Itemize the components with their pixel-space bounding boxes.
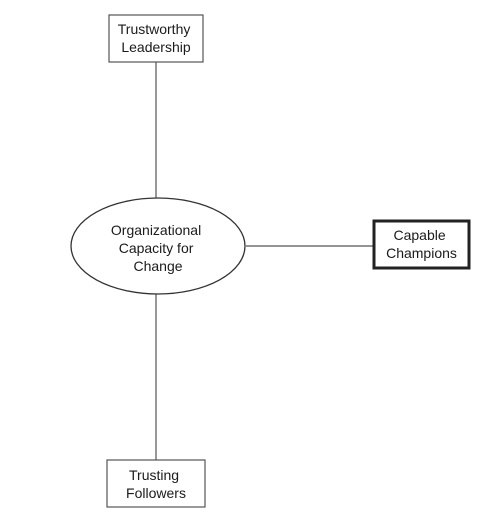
node-label-line: Change: [133, 258, 182, 274]
node-ellipse: [70, 197, 246, 295]
node-box: [108, 14, 204, 63]
node-label-line: Trustworthy: [118, 21, 191, 37]
node-trusting-followers: Trusting Followers: [106, 459, 206, 508]
node-box: [106, 459, 206, 508]
node-label-line: Capacity for: [119, 240, 194, 256]
svg-text:Organizational Capacity: Organizational Capacity for Change: [111, 222, 205, 274]
node-label-line: Capable: [393, 227, 445, 243]
node-trustworthy-leadership: Trustworthy Leadership: [108, 14, 204, 63]
svg-text:Trusting Followers: Trusting Followers: [126, 467, 186, 501]
node-label-line: Followers: [126, 485, 186, 501]
node-capable-champions: Capable Champions: [372, 219, 471, 270]
node-label-line: Leadership: [121, 39, 190, 55]
node-organizational-capacity: Organizational Capacity for Change: [70, 197, 246, 295]
node-box-bold: [372, 219, 471, 270]
node-label-line: Champions: [386, 245, 457, 261]
node-label-line: Trusting: [129, 467, 179, 483]
svg-text:Trustworthy Leadership: Trustworthy Leadership: [118, 21, 195, 55]
node-label-line: Organizational: [111, 222, 201, 238]
svg-text:Capable Champions: Capable Champions: [386, 227, 457, 261]
